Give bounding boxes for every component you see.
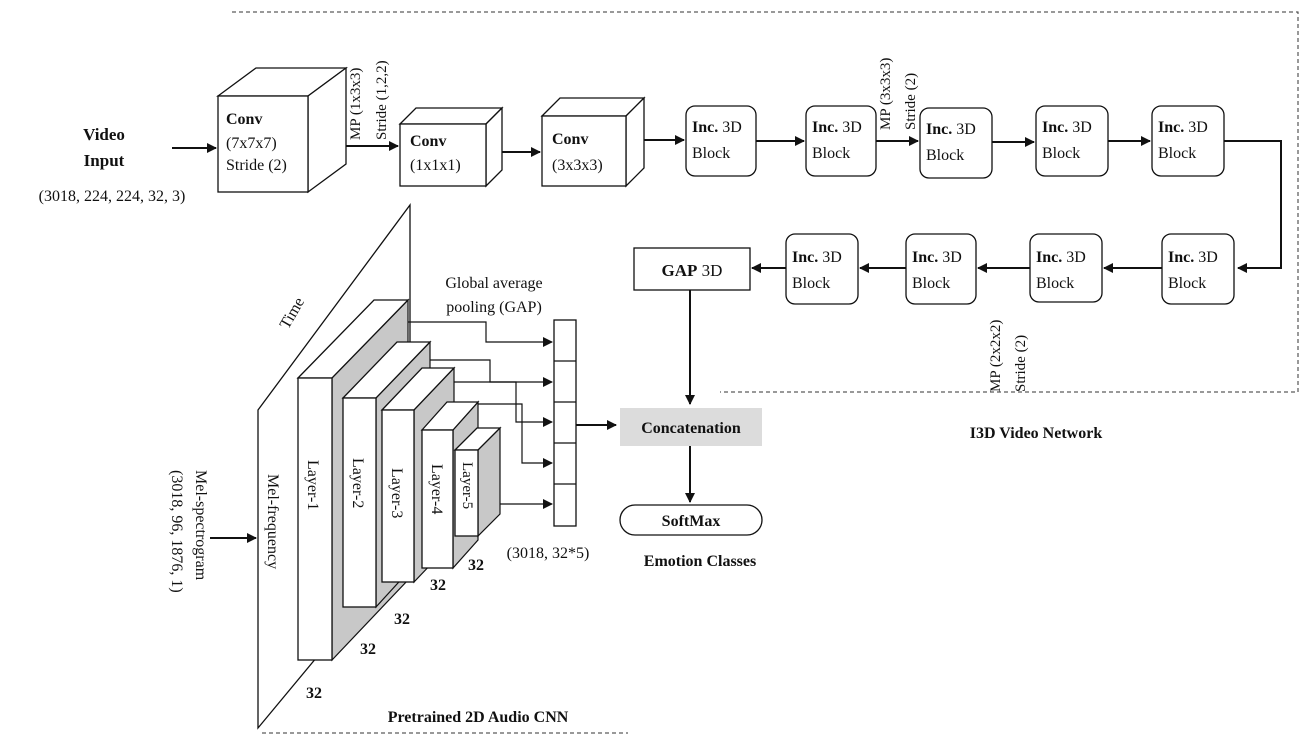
inception-block-5: Inc. 3D Block bbox=[1151, 105, 1225, 177]
mp1-label: MP (1x3x3) Stride (1,2,2) bbox=[348, 60, 390, 140]
mp2-line2: Stride (2) bbox=[903, 73, 919, 130]
inception-block-6: Inc. 3D Block bbox=[1161, 233, 1235, 305]
svg-text:Block: Block bbox=[912, 275, 950, 292]
svg-text:Inc. 3D: Inc. 3D bbox=[1042, 119, 1092, 136]
gap-label-line1: Global average bbox=[445, 275, 542, 292]
conv2-block: Conv (1x1x1) bbox=[398, 106, 504, 188]
svg-text:Inc. 3D: Inc. 3D bbox=[1036, 249, 1086, 266]
inception-block-3: Inc. 3D Block bbox=[919, 107, 993, 179]
svg-text:Block: Block bbox=[1158, 145, 1196, 162]
mp2-line1: MP (3x3x3) bbox=[878, 58, 894, 130]
channel-label-3: 32 bbox=[394, 611, 410, 628]
emotion-classes-label: Emotion Classes bbox=[644, 553, 756, 570]
mp3-line1: MP (2x2x2) bbox=[988, 320, 1004, 392]
inception-block-9: Inc. 3D Block bbox=[785, 233, 859, 305]
inception-block-4: Inc. 3D Block bbox=[1035, 105, 1109, 177]
gap3d-block: GAP 3D bbox=[633, 247, 751, 291]
arrow-layer4-gap bbox=[478, 403, 553, 468]
i3d-frame bbox=[232, 11, 1299, 393]
audio-cnn-title: Pretrained 2D Audio CNN bbox=[388, 709, 569, 726]
channel-label-2: 32 bbox=[360, 641, 376, 658]
svg-text:Inc. 3D: Inc. 3D bbox=[1168, 249, 1218, 266]
concatenation-block: Concatenation bbox=[620, 408, 762, 446]
svg-text:Block: Block bbox=[1168, 275, 1206, 292]
conv3-name: Conv bbox=[552, 131, 588, 148]
channel-label-1: 32 bbox=[306, 685, 322, 702]
conv3-block: Conv (3x3x3) bbox=[540, 96, 646, 188]
svg-text:Block: Block bbox=[1042, 145, 1080, 162]
video-input-title-1: Video bbox=[83, 125, 125, 144]
arrow-layer3-gap bbox=[454, 381, 553, 427]
inception-block-8: Inc. 3D Block bbox=[905, 233, 977, 305]
mp3-line2: Stride (2) bbox=[1013, 335, 1029, 392]
layer-5-label: Layer-5 bbox=[459, 462, 475, 509]
layer-4-label: Layer-4 bbox=[428, 464, 445, 514]
mp1-line2: Stride (1,2,2) bbox=[374, 60, 390, 140]
svg-text:Inc. 3D: Inc. 3D bbox=[792, 249, 842, 266]
softmax-block: SoftMax bbox=[619, 504, 763, 536]
conv2-name: Conv bbox=[410, 133, 446, 150]
layer-1-label: Layer-1 bbox=[304, 460, 321, 510]
mp2-label: MP (3x3x3) Stride (2) bbox=[878, 58, 919, 130]
arrow-layer2-gap bbox=[430, 359, 553, 387]
conv1-kernel: (7x7x7) bbox=[226, 135, 277, 152]
inception-block-7: Inc. 3D Block bbox=[1029, 233, 1103, 303]
video-input-title-2: Input bbox=[84, 151, 125, 170]
gap-output-shape: (3018, 32*5) bbox=[507, 545, 590, 562]
video-input-shape: (3018, 224, 224, 32, 3) bbox=[39, 188, 186, 205]
svg-text:Block: Block bbox=[1036, 275, 1074, 292]
conv2-kernel: (1x1x1) bbox=[410, 157, 461, 174]
mp1-line1: MP (1x3x3) bbox=[348, 68, 364, 140]
svg-text:GAP 3D: GAP 3D bbox=[662, 261, 723, 280]
concatenation-label: Concatenation bbox=[641, 420, 741, 437]
arrow-row-wrap bbox=[1224, 140, 1282, 273]
mel-input-line2: (3018, 96, 1876, 1) bbox=[168, 470, 185, 593]
audio-layer-5: Layer-5 bbox=[453, 426, 502, 538]
inception-block-1: Inc. 3D Block bbox=[685, 105, 757, 177]
arrow-layer1-gap bbox=[408, 321, 553, 347]
mel-input-line1: Mel-spectrogram bbox=[192, 470, 209, 581]
layer-3-label: Layer-3 bbox=[388, 468, 405, 518]
channel-label-5: 32 bbox=[468, 557, 484, 574]
inception-block-2: Inc. 3D Block bbox=[805, 105, 877, 177]
mp3-label: MP (2x2x2) Stride (2) bbox=[988, 320, 1029, 392]
svg-text:Block: Block bbox=[812, 145, 850, 162]
svg-text:Inc. 3D: Inc. 3D bbox=[812, 119, 862, 136]
axis-time-label: Time bbox=[277, 295, 308, 332]
gap-label-line2: pooling (GAP) bbox=[446, 299, 542, 316]
conv3-kernel: (3x3x3) bbox=[552, 157, 603, 174]
svg-text:Block: Block bbox=[926, 147, 964, 164]
channel-label-4: 32 bbox=[430, 577, 446, 594]
conv1-stride: Stride (2) bbox=[226, 157, 287, 174]
conv1-name: Conv bbox=[226, 111, 262, 128]
conv1-block: Conv (7x7x7) Stride (2) bbox=[216, 66, 348, 194]
svg-text:Inc. 3D: Inc. 3D bbox=[692, 119, 742, 136]
layer-2-label: Layer-2 bbox=[349, 458, 366, 508]
svg-text:Inc. 3D: Inc. 3D bbox=[1158, 119, 1208, 136]
svg-text:Inc. 3D: Inc. 3D bbox=[912, 249, 962, 266]
axis-freq-label: Mel-frequency bbox=[264, 474, 281, 569]
softmax-label: SoftMax bbox=[662, 513, 721, 530]
svg-text:Block: Block bbox=[692, 145, 730, 162]
svg-text:Inc. 3D: Inc. 3D bbox=[926, 121, 976, 138]
gap-feature-vector bbox=[553, 319, 577, 527]
i3d-title: I3D Video Network bbox=[970, 425, 1103, 442]
svg-text:Block: Block bbox=[792, 275, 830, 292]
video-input: Video Input (3018, 224, 224, 32, 3) bbox=[39, 125, 186, 205]
